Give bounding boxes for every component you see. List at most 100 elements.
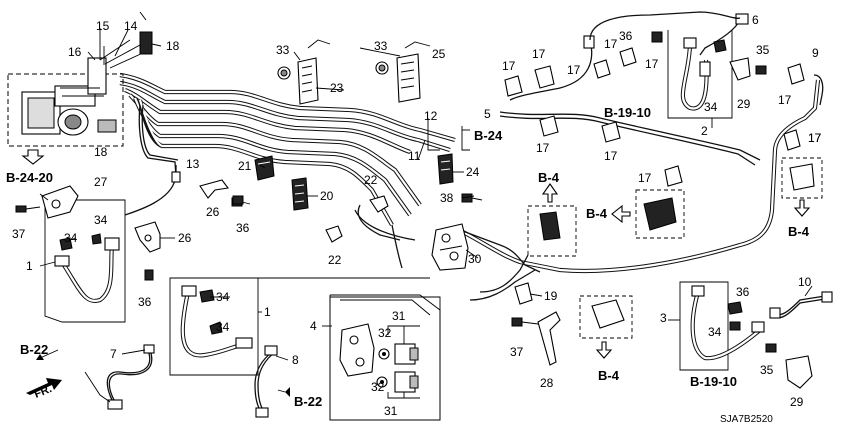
- callout-23: 23: [330, 81, 344, 95]
- part-30-valve: [431, 223, 469, 271]
- callout-1: 1: [26, 259, 33, 273]
- callout-20: 20: [320, 189, 334, 203]
- part-b4-dashed-boxes: [527, 157, 823, 339]
- part-7-pipe: [84, 344, 155, 410]
- callout-18: 18: [166, 39, 180, 53]
- callout-36: 36: [736, 285, 750, 299]
- part-24-clamp: [437, 153, 454, 185]
- reference-labels: B-24-20B-24B-19-10B-4B-4B-4B-4B-22B-22B-…: [6, 105, 810, 409]
- part-26-bracket-mid: [134, 221, 161, 281]
- reference-b-22: B-22: [294, 394, 322, 409]
- part-28-bracket: [511, 311, 561, 366]
- callout-31: 31: [392, 309, 406, 323]
- callout-17: 17: [536, 141, 550, 155]
- callout-21: 21: [238, 159, 252, 173]
- part-27-bracket: [15, 185, 79, 219]
- callout-34: 34: [64, 231, 78, 245]
- callout-26: 26: [178, 231, 192, 245]
- callout-33: 33: [276, 43, 290, 57]
- callout-29: 29: [790, 395, 804, 409]
- part-25-clamp: [396, 41, 431, 103]
- callout-17: 17: [638, 171, 652, 185]
- callout-29: 29: [737, 97, 751, 111]
- part-33-nut-left: [277, 66, 291, 80]
- part-29-bracket-upper: [729, 57, 767, 81]
- part-17-clips: [504, 47, 805, 187]
- part-22-clips: [325, 195, 389, 243]
- part-33-nut-right: [375, 61, 389, 75]
- callout-22: 22: [328, 253, 342, 267]
- part-13-fitting: [171, 165, 181, 183]
- callout-11: 11: [408, 149, 421, 163]
- callout-9: 9: [812, 46, 819, 60]
- callout-22: 22: [364, 173, 378, 187]
- callout-17: 17: [808, 131, 822, 145]
- callout-37: 37: [510, 345, 524, 359]
- callout-1: 1: [264, 305, 271, 319]
- part-2-assembly: [651, 30, 733, 119]
- callout-15: 15: [96, 19, 110, 33]
- callout-12: 12: [424, 109, 438, 123]
- part-36-bolt-center: [232, 195, 244, 205]
- right-front-hose-assembly: [169, 277, 430, 376]
- reference-b-24: B-24: [474, 128, 503, 143]
- part-18-lower: [97, 119, 117, 133]
- reference-b-19-10: B-19-10: [604, 105, 651, 120]
- part-8-pipe: [254, 345, 278, 418]
- callout-32: 32: [371, 380, 385, 394]
- callout-30: 30: [468, 252, 482, 266]
- part-4-assembly: [329, 294, 441, 421]
- part-20-clamp: [291, 177, 309, 211]
- part-3-assembly: [679, 281, 765, 371]
- reference-b-22: B-22: [20, 342, 48, 357]
- callout-38: 38: [440, 191, 454, 205]
- callout-4: 4: [310, 319, 317, 333]
- callout-16: 16: [68, 45, 82, 59]
- leader-lines: [39, 11, 813, 361]
- callout-34: 34: [216, 290, 230, 304]
- callout-34: 34: [704, 100, 718, 114]
- callout-2: 2: [701, 124, 708, 138]
- abs-dashed-box: [7, 73, 124, 147]
- callout-13: 13: [186, 157, 200, 171]
- callout-6: 6: [752, 13, 759, 27]
- callout-14: 14: [124, 19, 138, 33]
- callout-28: 28: [540, 376, 554, 390]
- callout-3: 3: [660, 311, 667, 325]
- part-29-bracket-lower: [765, 343, 813, 389]
- reference-b-4: B-4: [598, 368, 620, 383]
- callout-34: 34: [708, 325, 722, 339]
- callout-36: 36: [138, 295, 152, 309]
- callout-31: 31: [384, 404, 398, 418]
- callout-24: 24: [466, 165, 480, 179]
- callout-32: 32: [378, 326, 392, 340]
- part-19-clip: [514, 282, 533, 305]
- callout-17: 17: [532, 47, 546, 61]
- callout-37: 37: [12, 227, 26, 241]
- b-24-20-arrow: [21, 149, 45, 165]
- reference-b-4: B-4: [538, 170, 560, 185]
- callout-27: 27: [94, 175, 108, 189]
- callout-35: 35: [756, 43, 770, 57]
- callout-5: 5: [484, 107, 491, 121]
- part-38-bolt: [461, 193, 483, 203]
- callout-17: 17: [604, 149, 618, 163]
- abs-modulator-unit: [7, 31, 153, 147]
- reference-b-24-20: B-24-20: [6, 170, 53, 185]
- reference-arrows: [26, 126, 811, 397]
- callout-34: 34: [216, 320, 230, 334]
- callout-35: 35: [760, 363, 774, 377]
- callout-36: 36: [236, 221, 250, 235]
- diagram-code-label: SJA7B2520: [720, 414, 773, 425]
- callout-33: 33: [374, 39, 388, 53]
- part-6-pipe: [583, 11, 749, 49]
- callout-17: 17: [645, 57, 659, 71]
- callout-10: 10: [798, 275, 812, 289]
- reference-b-4: B-4: [586, 206, 608, 221]
- callout-17: 17: [778, 93, 792, 107]
- callout-26: 26: [206, 205, 220, 219]
- callout-19: 19: [544, 289, 558, 303]
